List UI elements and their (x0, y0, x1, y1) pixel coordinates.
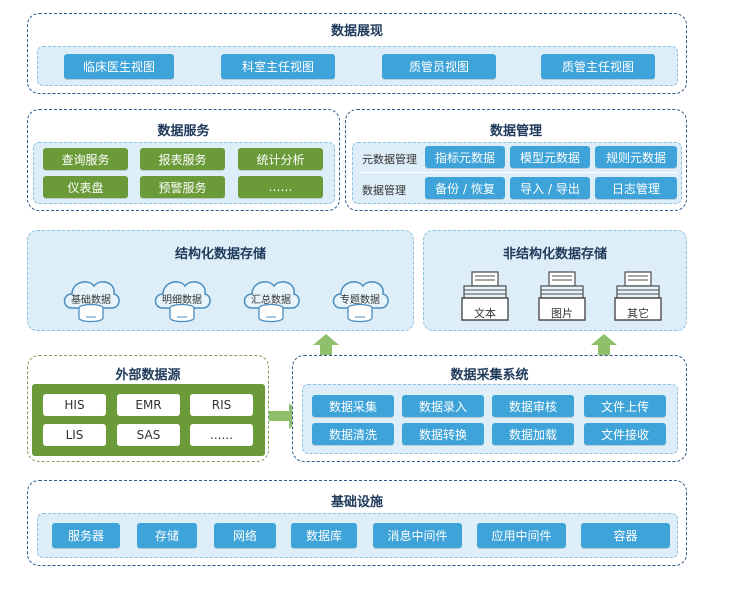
collect-transform[interactable]: 数据转换 (402, 423, 484, 445)
collect-cleansing[interactable]: 数据清洗 (312, 423, 394, 445)
metadata-mgmt-label: 元数据管理 (362, 153, 417, 166)
source-his[interactable]: HIS (43, 394, 106, 416)
structured-basic-label: 基础数据 (71, 295, 111, 306)
infra-storage[interactable]: 存储 (137, 523, 197, 548)
cloud-database-icon (149, 268, 215, 324)
service-dashboard[interactable]: 仪表盘 (43, 176, 128, 198)
collect-file-upload[interactable]: 文件上传 (584, 395, 666, 417)
source-emr[interactable]: EMR (117, 394, 180, 416)
infra-network[interactable]: 网络 (214, 523, 276, 548)
management-title: 数据管理 (489, 124, 542, 139)
collect-acquisition[interactable]: 数据采集 (312, 395, 394, 417)
source-lis[interactable]: LIS (43, 424, 106, 446)
collect-audit[interactable]: 数据审核 (492, 395, 574, 417)
service-report[interactable]: 报表服务 (140, 148, 225, 170)
unstructured-text-label: 文本 (474, 307, 496, 320)
mgmt-backup-restore[interactable]: 备份 / 恢复 (425, 177, 505, 199)
unstructured-image-label: 图片 (551, 307, 573, 320)
cloud-database-icon (327, 268, 393, 324)
source-sas[interactable]: SAS (117, 424, 180, 446)
structured-detail-label: 明细数据 (162, 295, 202, 306)
view-department-head[interactable]: 科室主任视图 (221, 54, 335, 79)
data-mgmt-label: 数据管理 (362, 184, 406, 197)
view-quality-officer[interactable]: 质管员视图 (382, 54, 496, 79)
infrastructure-title: 基础设施 (330, 495, 383, 510)
file-tray-icon (535, 268, 589, 324)
infra-container[interactable]: 容器 (581, 523, 670, 548)
service-query[interactable]: 查询服务 (43, 148, 128, 170)
service-statistics[interactable]: 统计分析 (238, 148, 323, 170)
arrow-up-icon (591, 334, 617, 356)
view-quality-director[interactable]: 质管主任视图 (541, 54, 655, 79)
collect-file-receive[interactable]: 文件接收 (584, 423, 666, 445)
management-divider (360, 172, 677, 173)
structured-summary-label: 汇总数据 (251, 295, 291, 306)
cloud-database-icon (58, 268, 124, 324)
infra-app-middleware[interactable]: 应用中间件 (477, 523, 566, 548)
unstructured-other-label: 其它 (627, 307, 649, 320)
structured-title: 结构化数据存储 (174, 247, 266, 262)
structured-topic-label: 专题数据 (340, 295, 380, 306)
service-alert[interactable]: 预警服务 (140, 176, 225, 198)
infra-database[interactable]: 数据库 (291, 523, 357, 548)
mgmt-indicator-metadata[interactable]: 指标元数据 (425, 146, 505, 168)
unstructured-title: 非结构化数据存储 (502, 247, 607, 262)
service-title: 数据服务 (157, 124, 210, 139)
source-more[interactable]: ...... (190, 424, 253, 446)
file-tray-icon (458, 268, 512, 324)
mgmt-log[interactable]: 日志管理 (595, 177, 677, 199)
cloud-database-icon (238, 268, 304, 324)
source-ris[interactable]: RIS (190, 394, 253, 416)
presentation-title: 数据展现 (330, 24, 383, 39)
collect-entry[interactable]: 数据录入 (402, 395, 484, 417)
service-more[interactable]: …… (238, 176, 323, 198)
mgmt-model-metadata[interactable]: 模型元数据 (510, 146, 590, 168)
collection-title: 数据采集系统 (450, 368, 529, 383)
mgmt-rule-metadata[interactable]: 规则元数据 (595, 146, 677, 168)
arrow-up-icon (313, 334, 339, 356)
infra-server[interactable]: 服务器 (52, 523, 120, 548)
infra-message-middleware[interactable]: 消息中间件 (373, 523, 462, 548)
view-clinician[interactable]: 临床医生视图 (64, 54, 174, 79)
file-tray-icon (611, 268, 665, 324)
collect-load[interactable]: 数据加载 (492, 423, 574, 445)
mgmt-import-export[interactable]: 导入 / 导出 (510, 177, 590, 199)
external-title: 外部数据源 (115, 368, 181, 383)
